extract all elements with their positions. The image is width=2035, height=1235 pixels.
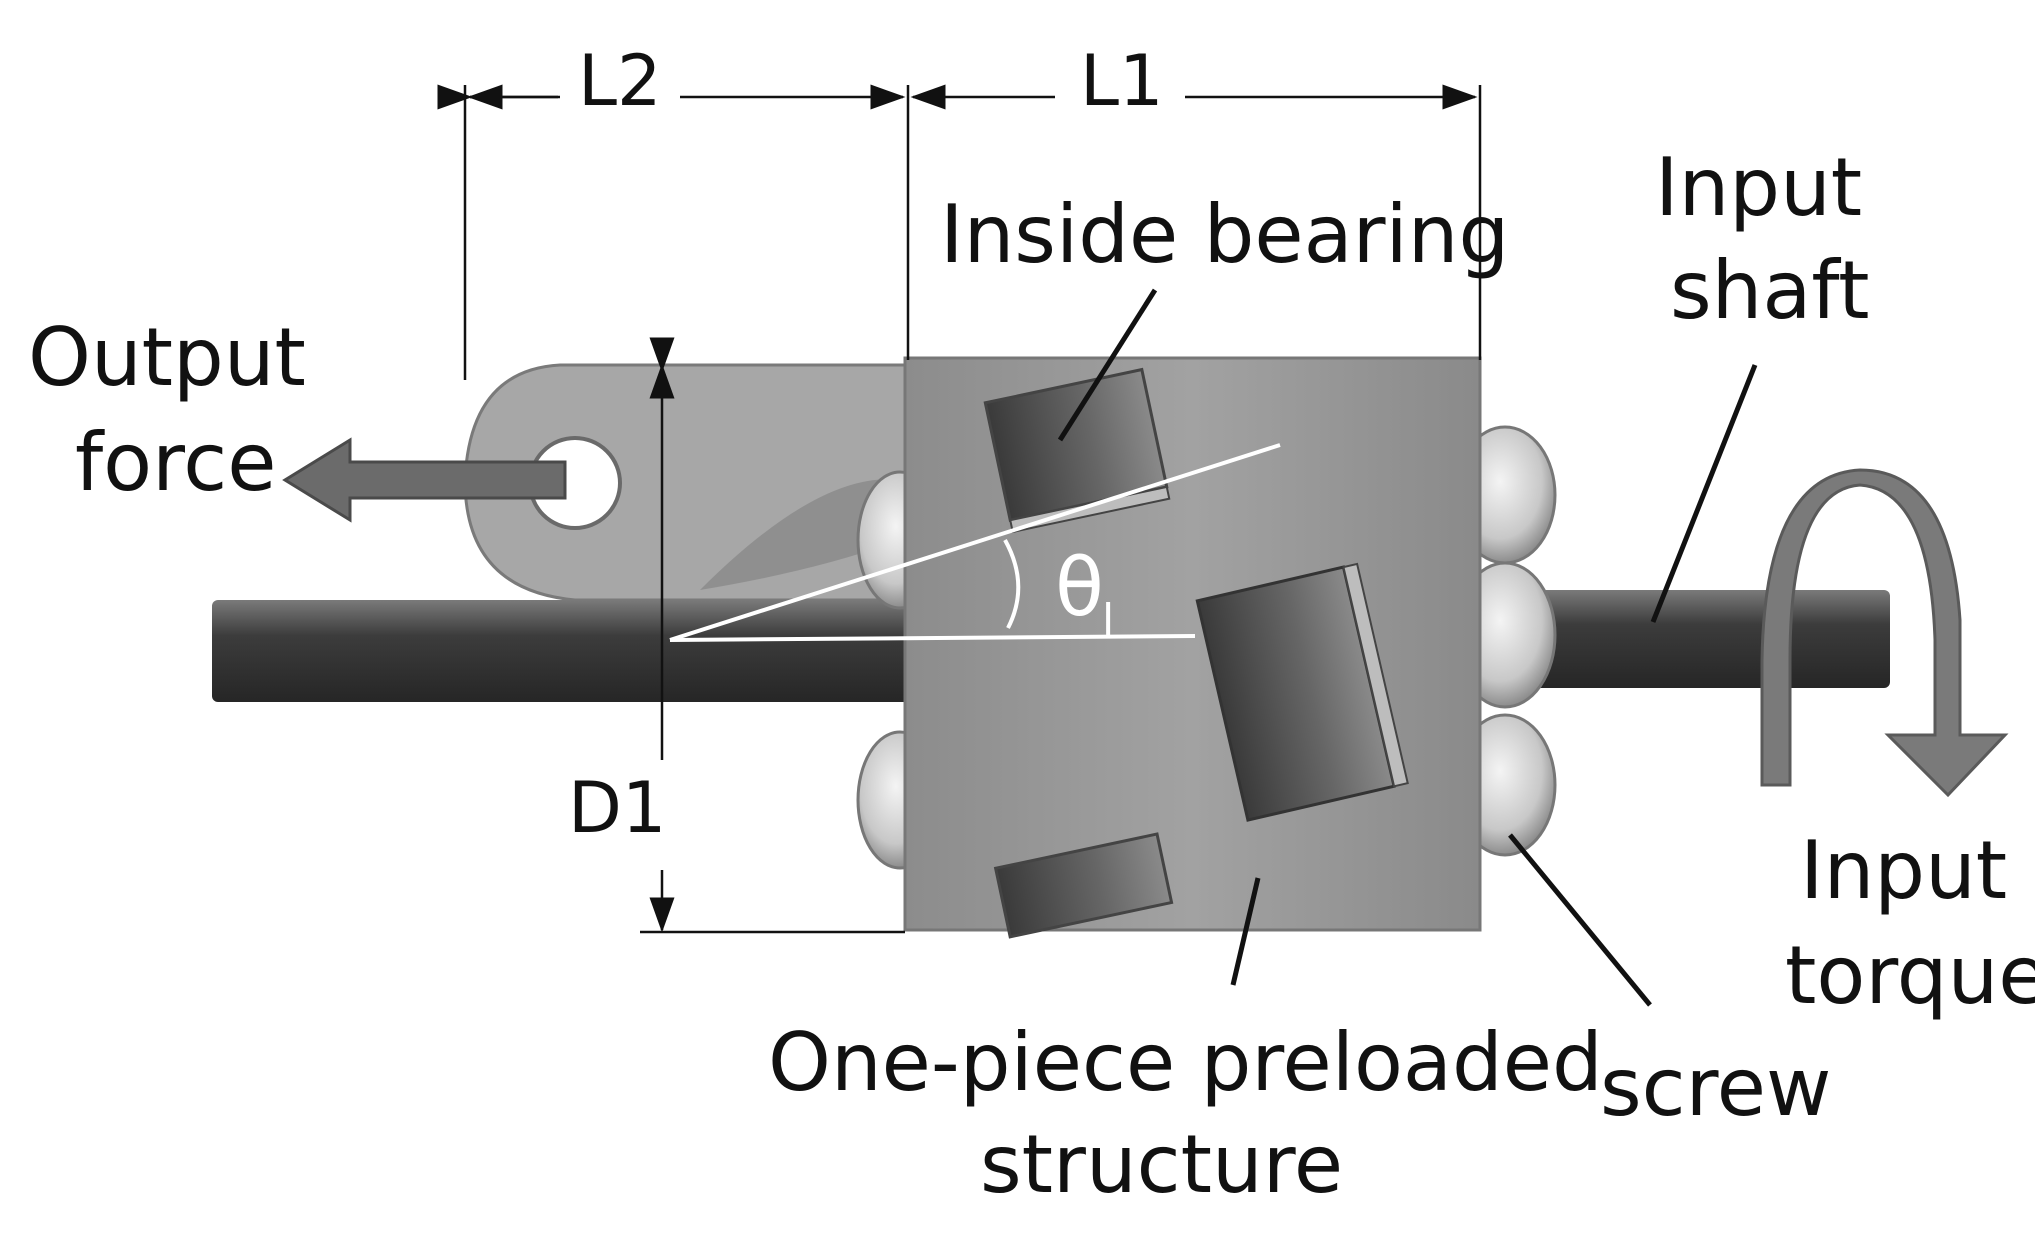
structure-label-line1: One-piece preloaded bbox=[768, 1016, 1603, 1109]
inside-bearings bbox=[983, 367, 1409, 939]
output-link bbox=[463, 363, 907, 602]
preloaded-structure-body bbox=[903, 356, 1482, 932]
structure-label-line2: structure bbox=[980, 1118, 1343, 1211]
output-force-label-line1: Output bbox=[28, 311, 306, 404]
dimension-lines bbox=[437, 84, 1482, 934]
output-force-arrow bbox=[282, 437, 567, 523]
input-shaft-label: Input shaft bbox=[1655, 141, 1870, 337]
output-force-label: Output force bbox=[28, 311, 306, 509]
dimension-l1: L1 bbox=[1080, 40, 1164, 122]
output-force-label-line2: force bbox=[75, 416, 276, 509]
theta-symbol: θ bbox=[1055, 541, 1104, 634]
shaft-left bbox=[212, 600, 912, 702]
input-torque-arrow bbox=[1760, 468, 2009, 798]
theta-subscript: l bbox=[1102, 595, 1114, 646]
inside-bearing-label: Inside bearing bbox=[940, 188, 1509, 281]
angle-indicator: θ l bbox=[669, 443, 1281, 646]
dimension-d1: D1 bbox=[568, 767, 666, 849]
input-shaft-label-line1: Input bbox=[1655, 141, 1862, 234]
dimension-l2: L2 bbox=[578, 40, 662, 122]
leader-lines bbox=[1057, 288, 1758, 1007]
input-torque-label-line1: Input bbox=[1800, 824, 2007, 917]
input-torque-label-line2: torque bbox=[1785, 929, 2035, 1022]
input-shaft-label-line2: shaft bbox=[1670, 244, 1870, 337]
screw-label: screw bbox=[1600, 1041, 1831, 1134]
input-torque-label: Input torque bbox=[1785, 824, 2035, 1022]
bearing-bottom bbox=[993, 832, 1174, 939]
structure-label: One-piece preloaded structure bbox=[768, 1016, 1603, 1211]
